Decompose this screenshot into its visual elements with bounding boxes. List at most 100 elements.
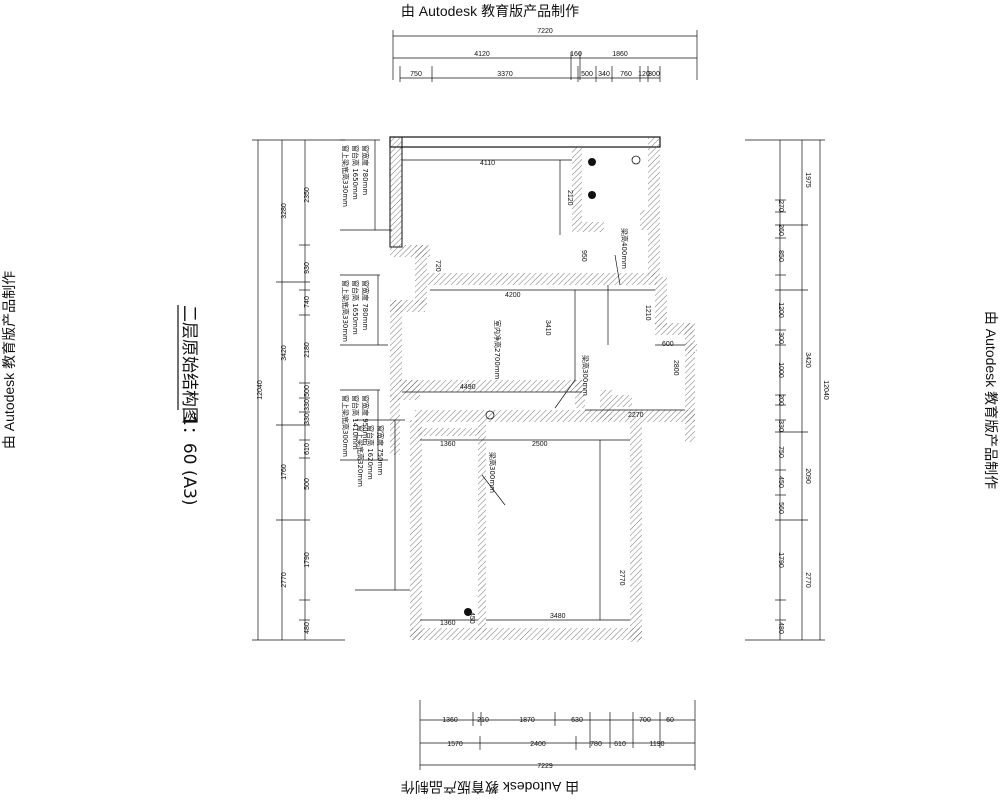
room-dim-10: 2800 xyxy=(672,360,679,376)
dim-bot-r1-1: 210 xyxy=(477,717,489,724)
dim-right-r2-6: 200 xyxy=(777,394,784,406)
room-dim-4: 4200 xyxy=(505,292,521,299)
dim-top-r1-2: 1860 xyxy=(612,51,628,58)
bottom-dimensions: 1360 210 1870 630 700 60 1570 2400 780 6… xyxy=(419,700,696,770)
dim-right-r2-9: 450 xyxy=(777,476,784,488)
ceiling-height-note: 室内净高2700mm xyxy=(493,320,502,380)
room-dim-14: 1360 xyxy=(440,620,456,627)
dim-left-r2-2: 740 xyxy=(304,296,311,308)
dim-top-r2-1: 3370 xyxy=(497,71,513,78)
dim-left-r2-3: 2180 xyxy=(304,342,311,358)
room-notes: 室内净高2700mm 梁高400mm 梁高300mm 梁高300mm xyxy=(481,228,629,506)
room-dim-7: 3410 xyxy=(544,320,551,336)
dim-right-r2-8: 750 xyxy=(777,446,784,458)
dim-top-r1-1: 160 xyxy=(570,51,582,58)
scale-text: 1：60 (A3) xyxy=(179,415,199,506)
dim-right-r2-5: 1000 xyxy=(777,362,784,378)
watermark-top: 由 Autodesk 教育版产品制作 xyxy=(401,3,579,19)
wn3-l1: 窗台高 1410mm xyxy=(351,395,360,450)
room-dim-11: 1360 xyxy=(440,441,456,448)
dim-left-r1-2: 1760 xyxy=(281,464,288,480)
watermark-left: 由 Autodesk 教育版产品制作 xyxy=(1,271,17,449)
dim-bot-r1-3: 630 xyxy=(571,717,583,724)
room-dim-15: 3480 xyxy=(550,613,566,620)
wn2-l0: 窗上梁底高330mm xyxy=(341,280,350,342)
dim-right-overall: 12040 xyxy=(822,380,829,400)
beam-note-2: 梁高300mm xyxy=(581,355,590,396)
room-dim-1: 2120 xyxy=(566,190,573,206)
right-dimensions: 12040 1975 3420 2090 2770 270 260 850 12… xyxy=(745,139,829,641)
room-dim-12: 2500 xyxy=(532,441,548,448)
dim-left-r2-5: 330 xyxy=(304,399,311,411)
dim-top-r2-3: 340 xyxy=(598,71,610,78)
dim-bot-r2-3: 610 xyxy=(614,741,626,748)
wn1-l1: 窗台高 1650mm xyxy=(351,145,360,200)
wn1-l2: 窗宽度 780mm xyxy=(361,145,370,195)
window-note-1: 窗上梁底高330mm 窗台高 1650mm 窗宽度 780mm xyxy=(340,139,392,231)
left-dimensions: 12040 3280 3420 1760 2770 2350 930 740 2… xyxy=(252,139,345,641)
dim-top-r2-4: 760 xyxy=(620,71,632,78)
pipe-marker-4 xyxy=(464,608,472,616)
structural-walls xyxy=(389,136,697,642)
dim-bot-r2-2: 780 xyxy=(590,741,602,748)
dim-right-r2-4: 300 xyxy=(777,332,784,344)
window-note-4: 窗上梁底高320mm 窗台高 1620mm 窗宽度 750mm xyxy=(355,419,410,591)
dim-right-r1-3: 2770 xyxy=(804,572,811,588)
dim-left-r2-8: 500 xyxy=(304,478,311,490)
wn4-l0: 窗上梁底高320mm xyxy=(356,425,365,487)
dim-right-r2-0: 270 xyxy=(777,200,784,212)
pipe-marker-3 xyxy=(485,410,495,420)
watermark-right: 由 Autodesk 教育版产品制作 xyxy=(983,311,999,489)
room-dim-8: 4490 xyxy=(460,384,476,391)
dim-left-r2-4: 500 xyxy=(304,385,311,397)
dim-left-r2-9: 1790 xyxy=(304,552,311,568)
dim-left-r2-7: 610 xyxy=(304,443,311,455)
dim-bot-r1-5: 60 xyxy=(666,717,674,724)
dim-left-r1-1: 3420 xyxy=(281,345,288,361)
room-dim-13: 2770 xyxy=(618,570,625,586)
dim-right-r2-12: 480 xyxy=(777,622,784,634)
room-dim-2: 720 xyxy=(434,260,441,272)
dim-right-r1-0: 1975 xyxy=(804,172,811,188)
room-dim-9: 2270 xyxy=(628,412,644,419)
dim-left-r2-0: 2350 xyxy=(304,187,311,203)
room-dim-16: 450 xyxy=(468,612,475,624)
dim-left-overall: 12040 xyxy=(257,380,264,400)
window-note-2: 窗上梁底高330mm 窗台高 1650mm 窗宽度 780mm xyxy=(340,274,388,346)
room-dim-0: 4110 xyxy=(480,160,495,167)
dim-bot-r2-4: 1190 xyxy=(649,741,664,748)
title-text: 二层原始结构图 xyxy=(179,305,199,424)
wn2-l2: 窗宽度 780mm xyxy=(361,280,370,330)
watermark-bottom: 由 Autodesk 教育版产品制作 xyxy=(401,779,579,795)
dim-right-r2-2: 850 xyxy=(777,250,784,262)
dim-right-r1-1: 3420 xyxy=(804,352,811,368)
top-dimensions: 7220 4120 160 1860 750 3370 500 340 760 … xyxy=(392,28,698,82)
dim-left-r2-6: 330 xyxy=(304,413,311,425)
dim-left-r1-0: 3280 xyxy=(281,203,288,219)
beam-note-1: 梁高400mm xyxy=(620,228,629,269)
dim-right-r2-7: 330 xyxy=(777,420,784,432)
dim-right-r2-11: 1790 xyxy=(777,552,784,568)
dim-bot-r1-2: 1870 xyxy=(519,717,535,724)
interior-lines xyxy=(401,159,685,621)
dim-left-r2-1: 930 xyxy=(304,262,311,274)
dim-right-r2-1: 260 xyxy=(777,224,784,236)
dim-top-r1-0: 4120 xyxy=(474,51,490,58)
dim-bot-r1-0: 1360 xyxy=(442,717,458,724)
dim-right-r2-3: 1200 xyxy=(777,302,784,318)
dim-right-r1-2: 2090 xyxy=(804,468,811,484)
dim-top-overall: 7220 xyxy=(537,28,553,35)
room-dim-6: 600 xyxy=(662,341,674,348)
beam-note-3: 梁高300mm xyxy=(488,452,497,493)
dim-top-r2-2: 500 xyxy=(581,71,593,78)
room-dimensions: 4110 2120 720 950 4200 1210 600 3410 449… xyxy=(434,160,679,627)
dim-left-r1-3: 2770 xyxy=(281,572,288,588)
pipe-marker-1 xyxy=(588,158,596,166)
dim-top-r2-0: 750 xyxy=(410,71,422,78)
room-dim-3: 950 xyxy=(580,250,587,262)
dim-bot-overall: 7229 xyxy=(537,763,553,770)
wn1-l0: 窗上梁底高330mm xyxy=(341,145,350,207)
drawing-title: 二层原始结构图 1：60 (A3) xyxy=(177,305,199,506)
dim-bot-r1-4: 700 xyxy=(639,717,651,724)
